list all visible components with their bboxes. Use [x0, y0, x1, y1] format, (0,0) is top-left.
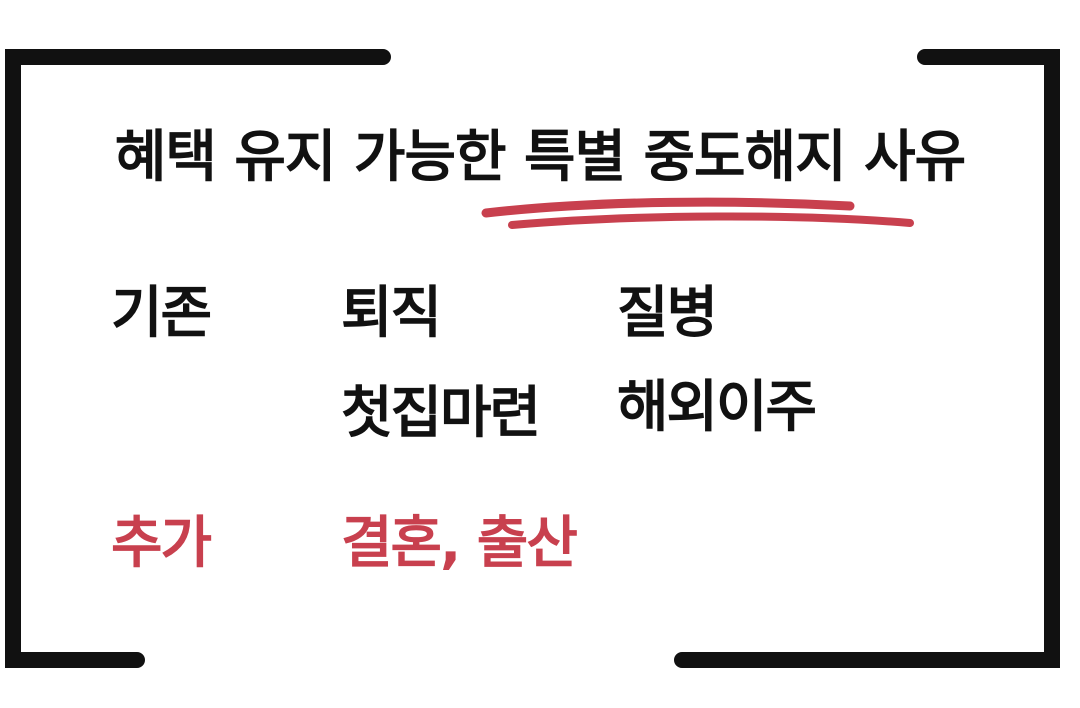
existing-label: 기존 — [111, 281, 212, 346]
reason-emigration: 해외이주 — [617, 375, 817, 440]
reason-illness: 질병 — [617, 281, 718, 346]
reason-retirement: 퇴직 — [341, 281, 442, 346]
reason-marriage-childbirth: 결혼, 출산 — [341, 511, 578, 576]
added-label: 추가 — [111, 511, 212, 576]
reason-first-home: 첫집마련 — [341, 381, 541, 446]
page-title: 혜택 유지 가능한 특별 중도해지 사유 — [114, 125, 966, 190]
